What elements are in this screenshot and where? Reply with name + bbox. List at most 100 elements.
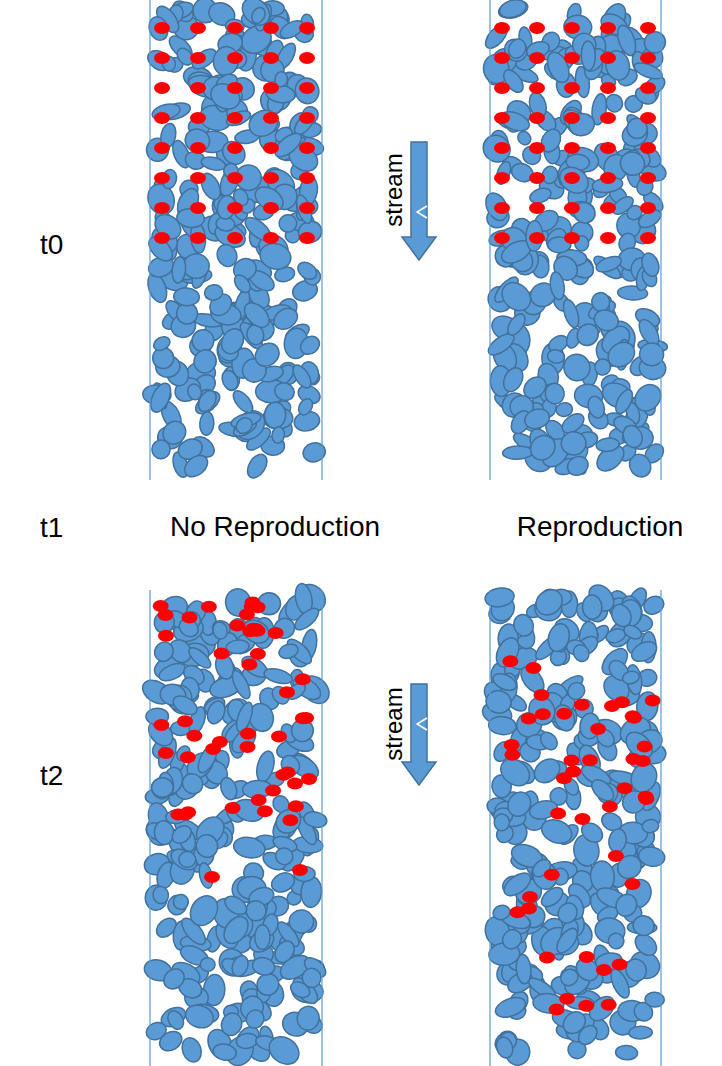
grain	[526, 430, 560, 465]
organism-dot	[295, 673, 311, 685]
grain	[555, 162, 593, 199]
grain	[271, 937, 298, 966]
grain	[591, 307, 621, 334]
organism-dot	[190, 82, 206, 94]
organism-dot	[600, 52, 616, 64]
grain	[564, 453, 591, 479]
organism-dot	[190, 232, 206, 244]
grain	[481, 189, 512, 224]
organism-dot	[190, 142, 206, 154]
organism-dot	[564, 142, 580, 154]
grain	[537, 729, 561, 753]
organism-dot	[590, 723, 606, 735]
grain	[182, 253, 210, 279]
grain	[206, 79, 244, 114]
organism-dot	[180, 806, 196, 818]
flow-label: stream	[382, 153, 406, 226]
organism-dot	[287, 778, 303, 790]
organism-dot	[186, 730, 202, 742]
organism-dot	[645, 695, 661, 707]
organism-dot	[522, 891, 538, 903]
grain	[200, 155, 227, 173]
organism-dot	[190, 172, 206, 184]
organism-dot	[564, 754, 580, 766]
organism-dot	[154, 82, 170, 94]
grain	[179, 1035, 205, 1065]
grain	[594, 358, 612, 376]
grain	[199, 411, 215, 435]
grain	[244, 105, 282, 141]
organism-dot	[214, 647, 230, 659]
grain	[641, 593, 667, 618]
organism-dot	[250, 625, 266, 637]
grain	[594, 253, 623, 275]
organism-dot	[227, 22, 243, 34]
organism-dot	[182, 611, 198, 623]
grain	[264, 402, 287, 429]
organism-dot	[239, 609, 255, 621]
organism-dot	[201, 601, 217, 613]
time-label: t0	[40, 231, 63, 259]
organism-dot	[227, 172, 243, 184]
organism-dot	[263, 52, 279, 64]
grain	[147, 380, 175, 415]
time-label: t2	[40, 762, 63, 790]
organism-dot	[549, 1004, 565, 1016]
organism-dot	[539, 951, 555, 963]
grain	[545, 621, 572, 654]
organism-dot	[299, 22, 315, 34]
organism-dot	[180, 751, 196, 763]
grain	[519, 143, 544, 168]
organism-dot	[227, 142, 243, 154]
organism-dot	[525, 662, 541, 674]
organism-dot	[637, 741, 653, 753]
grain	[302, 810, 328, 829]
organism-dot	[640, 142, 656, 154]
organism-dot	[299, 232, 315, 244]
grain	[639, 251, 662, 279]
organism-dot	[227, 232, 243, 244]
organism-dot	[625, 753, 641, 765]
grain	[218, 1010, 245, 1038]
organism-dot	[600, 112, 616, 124]
grain	[153, 820, 174, 845]
grain	[492, 634, 523, 671]
grain	[240, 298, 274, 332]
organism-dot	[299, 172, 315, 184]
organism-dot	[521, 713, 537, 725]
organism-dot	[153, 719, 169, 731]
organism-dot	[494, 112, 510, 124]
organism-dot	[154, 172, 170, 184]
organism-dot	[600, 82, 616, 94]
grain	[172, 893, 189, 910]
grain	[264, 1031, 304, 1066]
organism-dot	[154, 52, 170, 64]
grain	[214, 242, 240, 270]
organism-dot	[640, 82, 656, 94]
organism-dot	[494, 22, 510, 34]
grain	[165, 1008, 187, 1032]
grain	[499, 926, 525, 953]
grain	[620, 422, 646, 450]
organism-dot	[257, 805, 273, 817]
organism-dot	[268, 627, 284, 639]
organism-dot	[625, 878, 641, 890]
organism-dot	[494, 52, 510, 64]
organism-dot	[263, 232, 279, 244]
grain	[251, 955, 277, 977]
grain	[257, 240, 294, 273]
grain	[554, 899, 581, 926]
grain	[478, 130, 516, 168]
grain	[272, 845, 295, 868]
grain	[254, 749, 277, 784]
grain	[194, 742, 220, 775]
grain	[203, 283, 224, 301]
organism-dot	[295, 712, 311, 724]
grain	[233, 415, 255, 437]
organism-dot	[529, 202, 545, 214]
grain	[294, 193, 315, 225]
grain	[211, 620, 229, 641]
grain	[158, 417, 190, 449]
grain	[608, 601, 635, 630]
organism-dot	[241, 659, 257, 671]
